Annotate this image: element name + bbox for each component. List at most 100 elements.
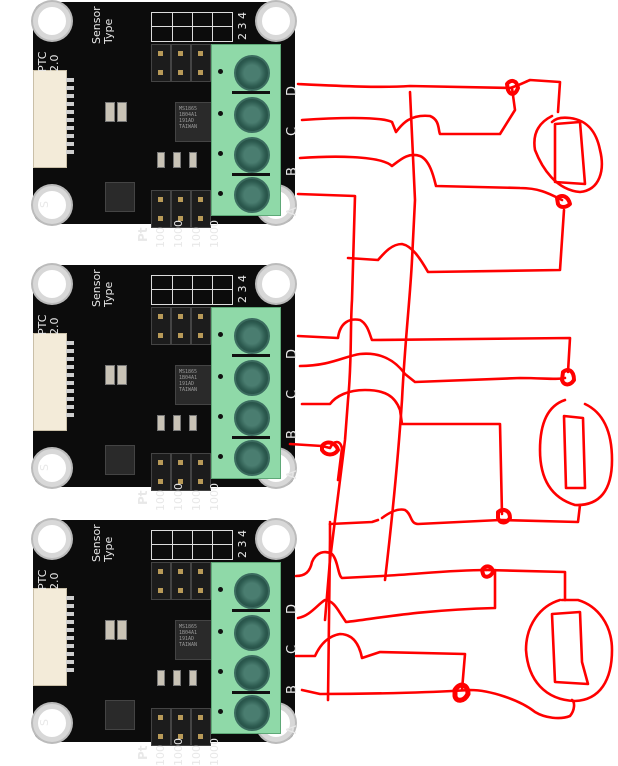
screw-terminal-a[interactable] [234,177,270,213]
terminal-separator [232,173,270,176]
junction [505,78,520,96]
capacitor [105,365,115,385]
screw-terminal-d[interactable] [234,55,270,91]
resistor-smd [157,415,165,431]
jumper-header[interactable] [151,307,171,345]
wire [383,90,417,582]
wire [296,192,357,622]
sensor-circle [533,114,604,194]
resistor-smd [173,415,181,431]
mounting-hole [33,265,71,303]
wire [380,503,582,526]
sensor-circle [538,398,614,507]
screw-terminal-a[interactable] [234,695,270,731]
resistor-smd [173,670,181,686]
terminal-marker [218,709,223,714]
screw-terminal-d[interactable] [234,573,270,609]
terminal-marker [218,69,223,74]
jst-connector [33,70,67,168]
mounting-hole [33,186,71,224]
sensor-type-grid [151,275,233,305]
screw-terminal-c[interactable] [234,360,270,396]
screw-terminal-block [211,562,281,734]
jumper-header[interactable] [171,44,191,82]
pt-header[interactable] [151,190,171,228]
ptc-board-1: PTC 2.0 Sensor Type 2 3 4 MS1865 1B04A1 … [33,2,300,248]
capacitor [117,620,127,640]
ptc-board-3: PTC 2.0 Sensor Type 2 3 4 MS1865 1B04A1 … [33,520,300,766]
terminal-separator [232,609,270,612]
junction [320,440,340,457]
sensor-type-grid [151,530,233,560]
junction [480,564,495,579]
terminal-separator [232,691,270,694]
terminal-marker [218,414,223,419]
pt-header[interactable] [171,190,191,228]
jumper-header[interactable] [151,44,171,82]
sensor-resistor [550,610,590,686]
screw-terminal-b[interactable] [234,400,270,436]
screw-terminal-b[interactable] [234,137,270,173]
wire [328,518,380,526]
resistor-smd [189,152,197,168]
terminal-separator [232,436,270,439]
wire [296,568,497,624]
jumper-header[interactable] [191,562,211,600]
terminal-marker [218,454,223,459]
ic-chip-small [105,182,135,212]
ptc-board-2: PTC 2.0 Sensor Type 2 3 4 MS1865 1B04A1 … [33,265,300,511]
screw-terminal-d[interactable] [234,318,270,354]
ic-chip: MS1865 1B04A1 191AD TAIWAN [175,365,215,405]
mounting-hole [33,520,71,558]
ic-chip: MS1865 1B04A1 191AD TAIWAN [175,102,215,142]
screw-terminal-a[interactable] [234,440,270,476]
wire [294,550,488,580]
sensor-circle [524,598,614,703]
pt-header[interactable] [191,190,211,228]
wire [288,440,344,482]
wiring-overlay [288,78,614,720]
screw-terminal-block [211,44,281,216]
ic-chip-small [105,445,135,475]
junction [452,682,471,703]
jumper-header[interactable] [191,44,211,82]
connector-pins [66,341,74,421]
mounting-hole [33,704,71,742]
jumper-header[interactable] [171,307,191,345]
pt-header[interactable] [151,708,171,746]
wire [300,688,576,720]
resistor-smd [157,152,165,168]
resistor-smd [189,415,197,431]
wire [298,352,567,384]
wire [298,153,564,202]
jumper-header[interactable] [191,307,211,345]
screw-terminal-c[interactable] [234,615,270,651]
terminal-separator [232,91,270,94]
connector-pins [66,78,74,158]
mounting-hole [33,449,71,487]
pt-header[interactable] [151,453,171,491]
jumper-header[interactable] [151,562,171,600]
mounting-hole [257,265,295,303]
ic-chip-small [105,700,135,730]
resistor-smd [157,670,165,686]
jumper-header[interactable] [171,562,191,600]
junction [560,368,576,387]
screw-terminal-c[interactable] [234,97,270,133]
pt-header[interactable] [171,708,191,746]
mounting-hole [257,2,295,40]
capacitor [105,620,115,640]
terminal-separator [232,354,270,357]
pt-header[interactable] [191,708,211,746]
jst-connector [33,588,67,686]
sensor-type-grid [151,12,233,42]
resistor-smd [173,152,181,168]
wire [300,388,504,516]
pt-header[interactable] [191,453,211,491]
terminal-marker [218,151,223,156]
terminal-marker [218,587,223,592]
wire [296,318,572,374]
wire [294,632,467,692]
screw-terminal-b[interactable] [234,655,270,691]
pt-header[interactable] [171,453,191,491]
